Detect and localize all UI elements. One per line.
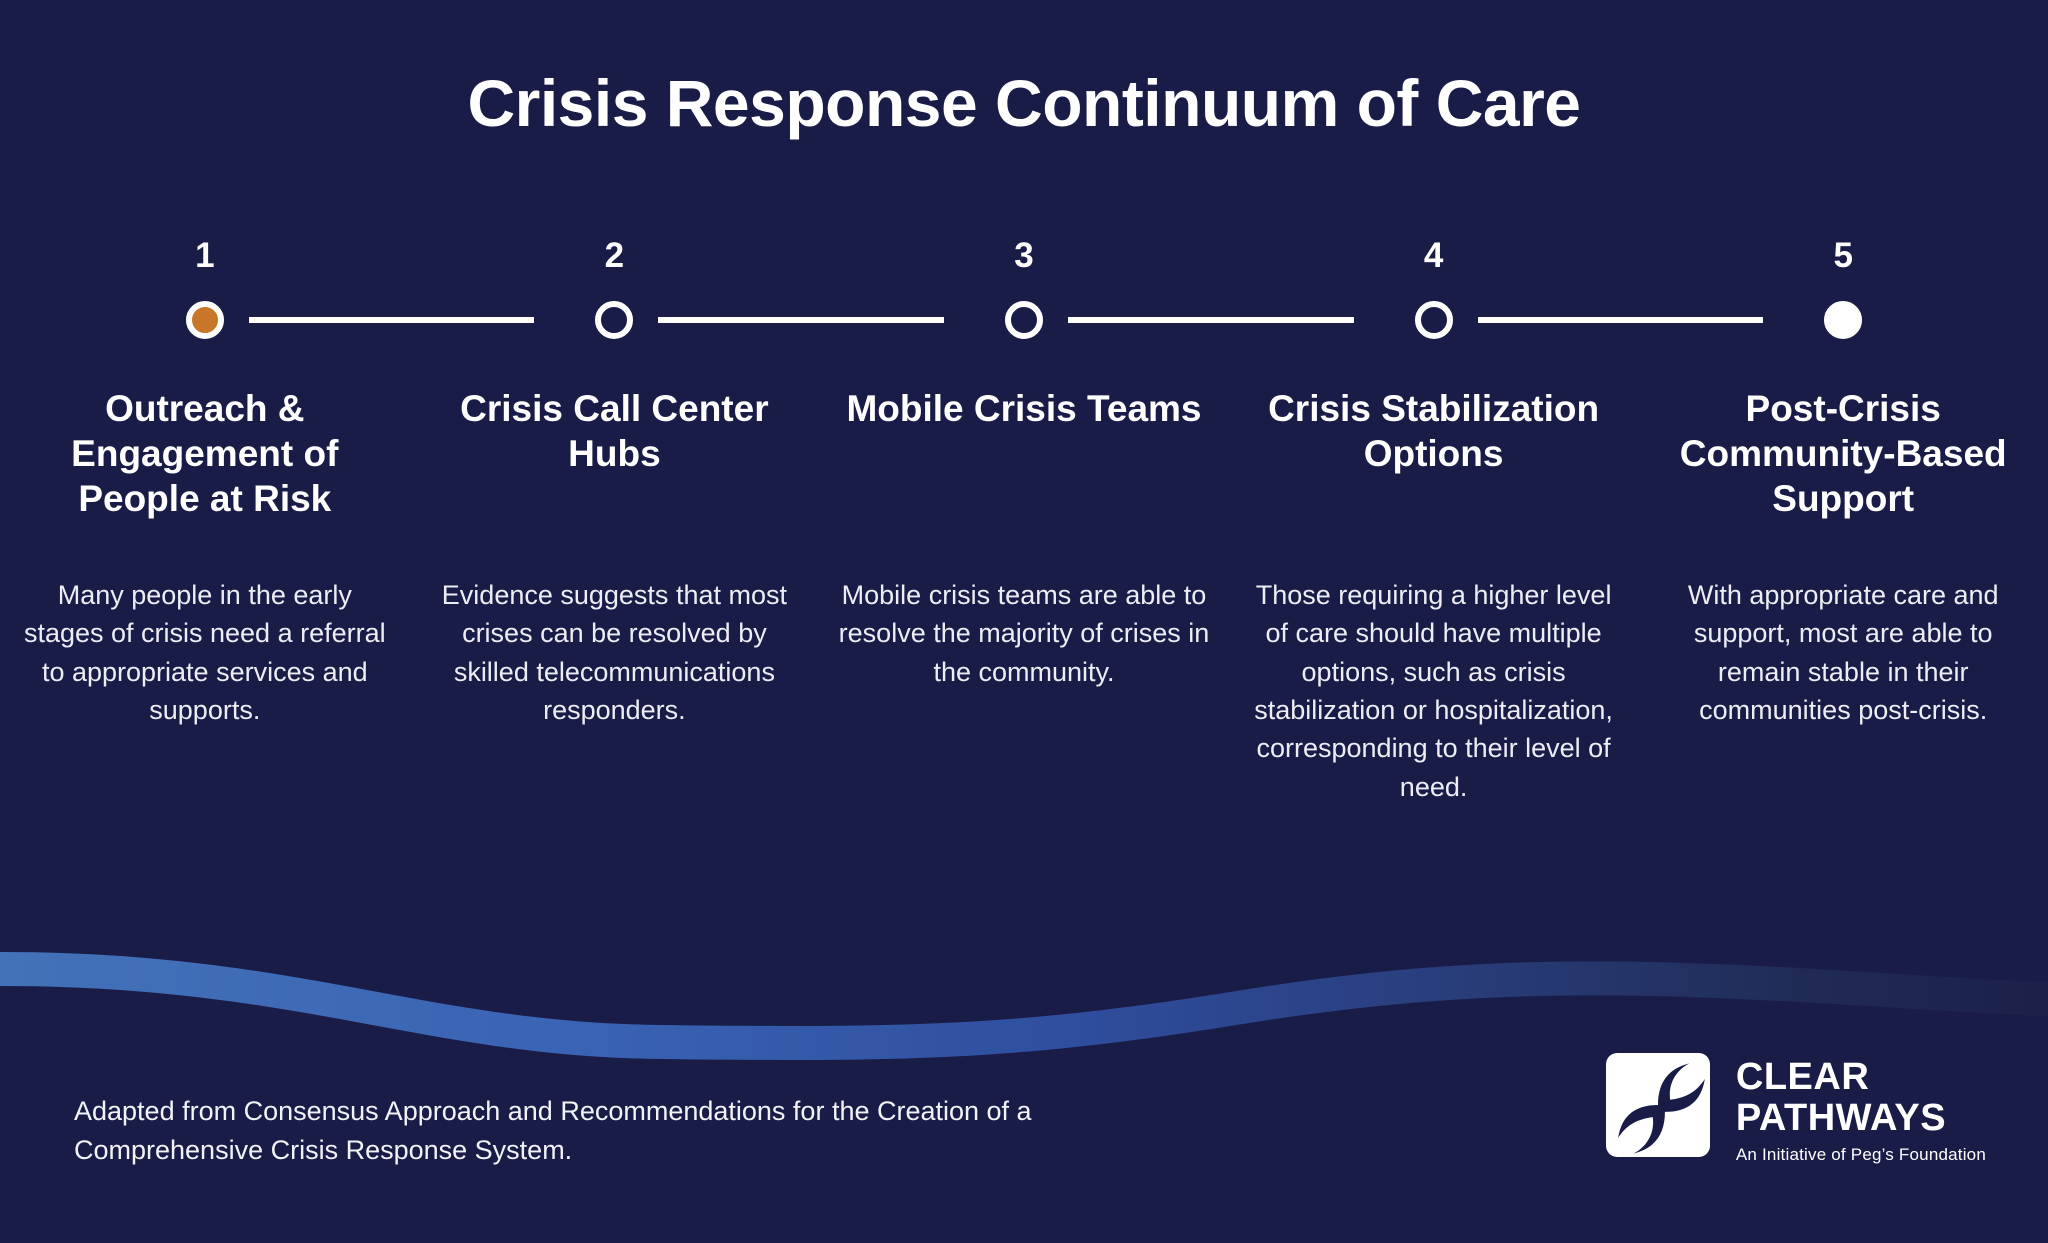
step-4: 4 Crisis Stabilization Options Those req… (1229, 236, 1764, 806)
step-heading: Post-Crisis Community-Based Support (1679, 388, 2007, 520)
step-number: 2 (604, 236, 625, 275)
step-heading: Outreach & Engagement of People at Risk (71, 388, 339, 520)
step-marker-row (18, 278, 535, 362)
step-heading: Mobile Crisis Teams (846, 388, 1202, 429)
step-body: With appropriate care and support, most … (1687, 580, 1999, 725)
step-heading: Crisis Call Center Hubs (460, 388, 769, 475)
step-body: Many people in the early stages of crisi… (23, 580, 386, 725)
timeline-connector (1067, 317, 1354, 323)
step-marker-row (837, 278, 1354, 362)
timeline-connector (1477, 317, 1764, 323)
step-2: 2 Crisis Call Center Hubs Evidence sugge… (410, 236, 944, 806)
step-heading: Crisis Stabilization Options (1268, 388, 1600, 475)
step-marker-hollow-icon (1004, 301, 1043, 339)
logo-word-line1: CLEAR (1735, 1056, 1870, 1098)
logo-word-line2: PATHWAYS (1735, 1096, 1947, 1139)
step-number: 5 (1833, 236, 1853, 275)
step-marker-filled-white-icon (1824, 301, 1863, 339)
step-3: 3 Mobile Crisis Teams Mobile crisis team… (819, 236, 1354, 806)
step-marker-hollow-icon (1414, 301, 1453, 339)
step-number: 3 (1014, 236, 1034, 275)
attribution-text: Adapted from Consensus Approach and Reco… (74, 1096, 1032, 1166)
step-marker-row (1656, 278, 2030, 362)
step-body: Mobile crisis teams are able to resolve … (838, 580, 1210, 687)
logo-tagline: An Initiative of Peg’s Foundation (1735, 1145, 1986, 1165)
step-body: Those requiring a higher level of care s… (1254, 580, 1613, 802)
step-5: 5 Post-Crisis Community-Based Support Wi… (1638, 238, 2048, 806)
step-1: 1 Outreach & Engagement of People at Ris… (0, 236, 535, 806)
step-marker-filled-accent-icon (185, 301, 224, 339)
step-marker-row (428, 278, 944, 362)
step-marker-row (1247, 278, 1764, 362)
continuum-steps: 1 Outreach & Engagement of People at Ris… (0, 238, 2048, 806)
step-number: 1 (195, 236, 215, 275)
page-title: Crisis Response Continuum of Care (467, 66, 1581, 140)
step-number: 4 (1423, 236, 1444, 275)
wave-divider-icon (0, 952, 2048, 1060)
step-marker-hollow-icon (595, 301, 634, 339)
timeline-connector (658, 317, 944, 323)
step-body: Evidence suggests that most crises can b… (441, 580, 787, 725)
clear-pathways-swirl-icon (1605, 1053, 1710, 1157)
timeline-connector (248, 317, 535, 323)
clear-pathways-logo: CLEAR PATHWAYS An Initiative of Peg’s Fo… (1605, 1053, 1986, 1165)
